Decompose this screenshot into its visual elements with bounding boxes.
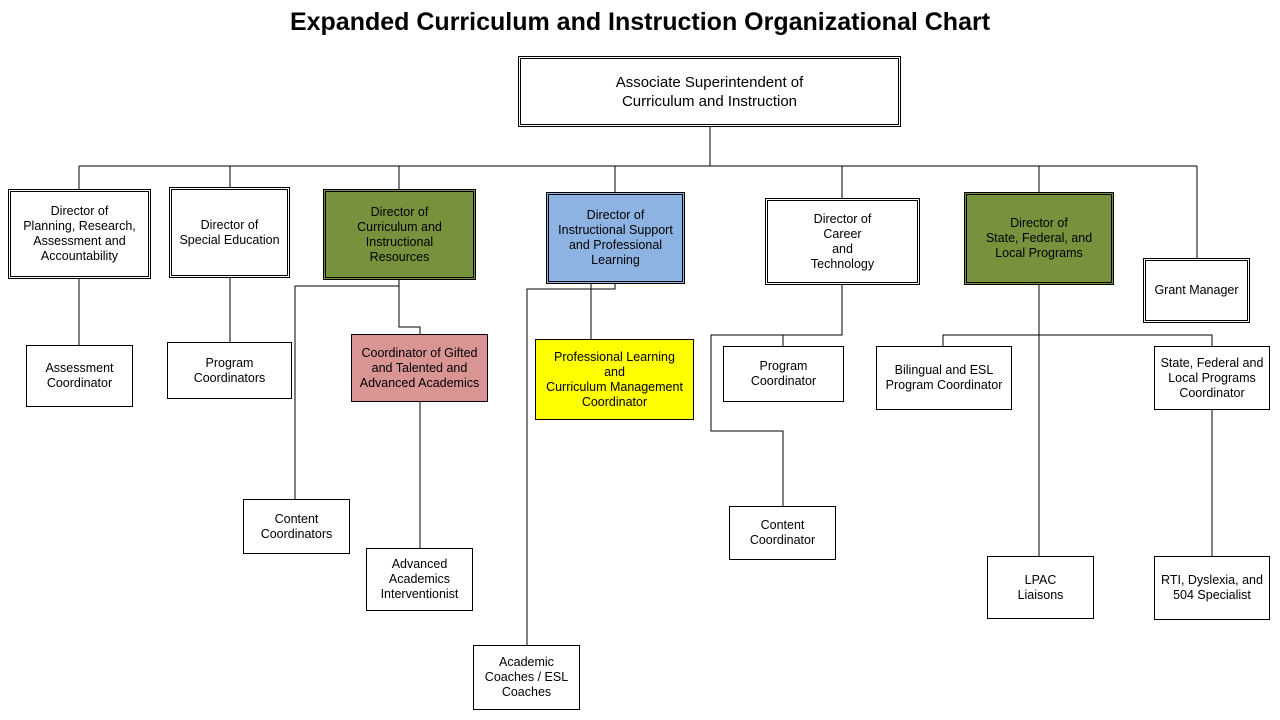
chart-title: Expanded Curriculum and Instruction Orga…: [289, 8, 991, 36]
lpac-liaisons-box: LPAC Liaisons: [987, 556, 1094, 619]
director-planning-box: Director of Planning, Research, Assessme…: [8, 189, 151, 279]
career-program-coordinator-box: Program Coordinator: [723, 346, 844, 402]
career-content-coordinator-box: Content Coordinator: [729, 506, 836, 560]
director-special-education-box: Director of Special Education: [169, 187, 290, 278]
rti-specialist-box: RTI, Dyslexia, and 504 Specialist: [1154, 556, 1270, 620]
grant-manager-box: Grant Manager: [1143, 258, 1250, 323]
director-curriculum-box: Director of Curriculum and Instructional…: [323, 189, 476, 280]
connector-line: [942, 334, 1213, 347]
content-coordinators-box: Content Coordinators: [243, 499, 350, 554]
state-federal-coordinator-box: State, Federal and Local Programs Coordi…: [1154, 346, 1270, 410]
coordinator-gifted-box: Coordinator of Gifted and Talented and A…: [351, 334, 488, 402]
bilingual-esl-coordinator-box: Bilingual and ESL Program Coordinator: [876, 346, 1012, 410]
director-state-federal-box: Director of State, Federal, and Local Pr…: [964, 192, 1114, 285]
connector-line: [398, 286, 421, 335]
director-career-box: Director of Career and Technology: [765, 198, 920, 285]
academic-coaches-box: Academic Coaches / ESL Coaches: [473, 645, 580, 710]
connector-line: [526, 283, 616, 646]
connector-line: [710, 334, 784, 507]
associate-superintendent-box: Associate Superintendent of Curriculum a…: [518, 56, 901, 127]
director-instructional-support-box: Director of Instructional Support and Pr…: [546, 192, 685, 284]
connector-line: [294, 279, 400, 500]
connector-line: [782, 284, 843, 347]
professional-learning-coordinator-box: Professional Learning and Curriculum Man…: [535, 339, 694, 420]
assessment-coordinator-box: Assessment Coordinator: [26, 345, 133, 407]
program-coordinators-box: Program Coordinators: [167, 342, 292, 399]
advanced-academics-interventionist-box: Advanced Academics Interventionist: [366, 548, 473, 611]
